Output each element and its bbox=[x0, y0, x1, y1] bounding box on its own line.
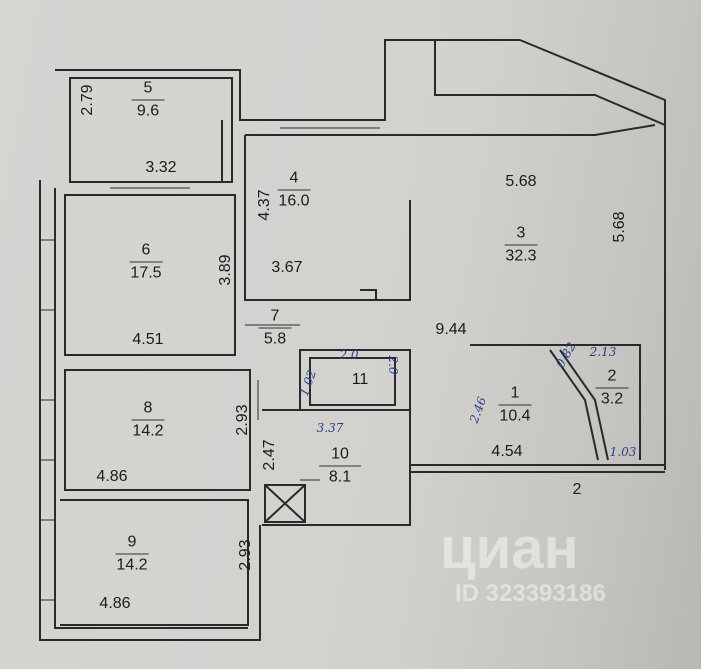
handwritten-dim: 2.0 bbox=[386, 355, 400, 375]
room-4-dim: 3.67 bbox=[271, 259, 303, 276]
room-10-dim: 2.47 bbox=[261, 439, 278, 471]
room-1-dim: 4.54 bbox=[491, 443, 523, 460]
room-4-dim: 4.37 bbox=[256, 189, 273, 221]
room-3-dim: 5.68 bbox=[505, 173, 537, 190]
balcony-label: 2 bbox=[572, 481, 582, 498]
room-5-dim: 3.32 bbox=[145, 159, 177, 176]
handwritten-dim: 2.13 bbox=[589, 345, 617, 359]
room-9-dim: 4.86 bbox=[99, 595, 131, 612]
room-8-dim: 2.93 bbox=[234, 404, 251, 436]
room-6-dim: 3.89 bbox=[217, 254, 234, 286]
room-11-label: 11 bbox=[351, 371, 369, 388]
room-3-dim: 9.44 bbox=[435, 321, 467, 338]
room-8-dim: 4.86 bbox=[96, 468, 128, 485]
watermark-id: ID 323393186 bbox=[455, 580, 606, 607]
room-5-dim: 2.79 bbox=[79, 84, 96, 116]
handwritten-dim: 1.03 bbox=[609, 445, 637, 459]
room-3-dim: 5.68 bbox=[611, 211, 628, 243]
watermark-brand: циан bbox=[440, 516, 579, 581]
room-9-dim: 2.93 bbox=[237, 539, 254, 571]
handwritten-dim: 2.0 bbox=[339, 348, 359, 362]
handwritten-dim: 3.37 bbox=[316, 421, 344, 435]
room-6-dim: 4.51 bbox=[132, 331, 164, 348]
